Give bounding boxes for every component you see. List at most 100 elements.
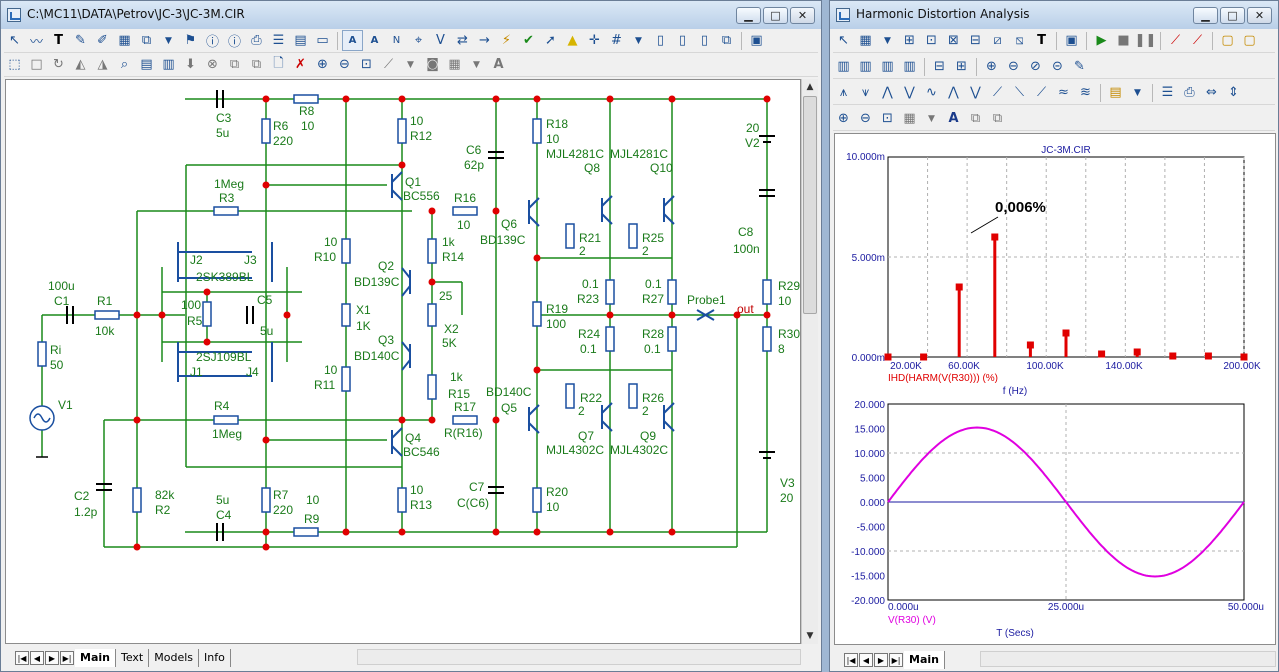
grid-dots-icon[interactable]: #: [611, 33, 622, 48]
page-icon[interactable]: ▯: [656, 33, 665, 48]
component-icon[interactable]: ▦: [118, 33, 131, 48]
list-icon[interactable]: ☰: [1161, 85, 1174, 100]
global-high-icon[interactable]: ⋀: [948, 85, 959, 100]
font-icon[interactable]: A: [948, 111, 959, 126]
pause-icon[interactable]: ❚❚: [1134, 33, 1157, 48]
peak-search-icon[interactable]: ⩚: [839, 85, 848, 100]
pointer-icon[interactable]: ➚: [545, 33, 556, 48]
analysis-titlebar[interactable]: Harmonic Distortion Analysis ▁ □ ✕: [830, 1, 1278, 29]
find-icon[interactable]: ⌕: [120, 57, 129, 72]
harmonic-point[interactable]: [1240, 353, 1248, 361]
analysis-plot-area[interactable]: JC-3M.CIR 10.000m 5.000m 0.000m 20.00K 6…: [834, 133, 1276, 645]
harmonic-point[interactable]: [1204, 352, 1212, 360]
crosshair-icon[interactable]: ✛: [589, 33, 600, 48]
rotate-icon[interactable]: ↻: [53, 57, 64, 72]
copy-icon[interactable]: ⧉: [721, 33, 732, 48]
component-icon[interactable]: ▦: [859, 33, 872, 48]
attribute-icon[interactable]: A: [370, 35, 379, 46]
page2-icon[interactable]: ▯: [678, 33, 687, 48]
arrow-right-icon[interactable]: →: [479, 33, 490, 48]
text-icon[interactable]: T: [54, 33, 63, 48]
pin-icon[interactable]: ⌖: [414, 33, 423, 48]
format-1-icon[interactable]: ▥: [837, 59, 850, 74]
attribute-text-icon[interactable]: A: [342, 30, 363, 51]
nodes[interactable]: [133, 95, 771, 551]
analysis-minimize-button[interactable]: ▁: [1193, 7, 1218, 24]
harmonic-point[interactable]: [991, 233, 999, 241]
box-icon[interactable]: ▢: [1221, 33, 1234, 48]
valley-icon[interactable]: ⊟: [970, 33, 981, 48]
help-icon[interactable]: ⓘ: [205, 35, 219, 50]
fit-v-icon[interactable]: ⇕: [1228, 85, 1239, 100]
valley-search-icon[interactable]: ⩛: [861, 85, 870, 100]
clipboard-icon[interactable]: ▤: [1109, 85, 1122, 100]
grid-icon[interactable]: ▤: [294, 33, 307, 48]
schematic-titlebar[interactable]: C:\MC11\DATA\Petrov\JC-3\JC-3M.CIR ▁ □ ✕: [1, 1, 821, 29]
analysis-next-button[interactable]: ▶: [874, 653, 888, 667]
schematic-canvas[interactable]: C3 5u R8 10 R6 220 10 R12 R18 10 C6 62p …: [5, 79, 801, 644]
flip-y-icon[interactable]: ◮: [97, 57, 108, 72]
zoom-all-icon[interactable]: ⊝: [1052, 59, 1063, 74]
harmonic-point[interactable]: [1026, 341, 1034, 349]
bottom-icon[interactable]: ⟍: [1014, 85, 1025, 100]
analysis-prev-button[interactable]: ◀: [859, 653, 873, 667]
format-4-icon[interactable]: ▥: [903, 59, 916, 74]
scroll-thumb[interactable]: [803, 96, 817, 314]
zoom-reset-icon[interactable]: ⊘: [1030, 59, 1041, 74]
minimize-button[interactable]: ▁: [736, 7, 761, 24]
inflection-icon[interactable]: ∿: [926, 85, 937, 100]
harmonic-point[interactable]: [1169, 352, 1177, 360]
edit-icon[interactable]: ✎: [1074, 59, 1085, 74]
lightning-icon[interactable]: ⚡: [501, 33, 512, 48]
list-icon[interactable]: ☰: [272, 33, 285, 48]
schematic-hscroll[interactable]: [357, 649, 801, 665]
tile-icon[interactable]: ▦: [903, 111, 916, 126]
harmonic-point[interactable]: [1062, 329, 1070, 337]
harmonic-point[interactable]: [920, 353, 928, 361]
format-2-icon[interactable]: ▥: [859, 59, 872, 74]
node-numbers-icon[interactable]: N: [392, 35, 401, 46]
flag-icon[interactable]: ⚑: [184, 33, 197, 48]
data-point-icon[interactable]: ⊡: [926, 33, 937, 48]
prev-page-button[interactable]: ◀: [30, 651, 44, 665]
analysis-close-button[interactable]: ✕: [1247, 7, 1272, 24]
arrows-icon[interactable]: ⇄: [457, 33, 468, 48]
print-icon[interactable]: ⎙: [1184, 85, 1195, 100]
copy-icon[interactable]: ⧉: [970, 111, 981, 126]
minus-box-icon[interactable]: ⊟: [934, 59, 945, 74]
table-icon[interactable]: ▤: [140, 57, 153, 72]
dropdown2-icon[interactable]: ▼: [928, 113, 935, 124]
print-icon[interactable]: ⎙: [251, 33, 262, 48]
down-circle-icon[interactable]: ⬇: [185, 57, 196, 72]
tile-icon[interactable]: ▦: [448, 57, 461, 72]
dropdown2-icon[interactable]: ▼: [635, 35, 642, 46]
zoom-out2-icon[interactable]: ⊖: [860, 111, 871, 126]
zoom-fit2-icon[interactable]: ⊡: [882, 111, 893, 126]
zoom-in-icon[interactable]: ⊕: [986, 59, 997, 74]
top-icon[interactable]: ⟋: [992, 85, 1003, 100]
tab-models[interactable]: Models: [149, 649, 199, 667]
zoom-in-icon[interactable]: ⊕: [317, 57, 328, 72]
properties-icon[interactable]: ▣: [750, 33, 763, 48]
voltage-icon[interactable]: V: [436, 33, 445, 48]
dropdown-icon[interactable]: ▼: [884, 35, 891, 46]
tab-main[interactable]: Main: [75, 649, 116, 667]
zoom-out-icon[interactable]: ⊖: [339, 57, 350, 72]
select-mode-icon[interactable]: ↖: [9, 33, 20, 48]
high-icon[interactable]: ⋀: [882, 85, 893, 100]
zoom-in2-icon[interactable]: ⊕: [838, 111, 849, 126]
text-icon[interactable]: T: [1037, 33, 1046, 48]
dropdown-icon[interactable]: ▼: [165, 35, 172, 46]
pen-icon[interactable]: ✐: [97, 33, 108, 48]
zoom-fit-icon[interactable]: ⊡: [361, 57, 372, 72]
format-3-icon[interactable]: ▥: [881, 59, 894, 74]
analysis-first-button[interactable]: |◀: [844, 653, 858, 667]
peak-icon[interactable]: ⊠: [948, 33, 959, 48]
page3-icon[interactable]: ▯: [700, 33, 709, 48]
bus-icon[interactable]: ⧉: [141, 33, 152, 48]
camera-icon[interactable]: ◙: [426, 57, 439, 72]
window-icon[interactable]: ▭: [316, 33, 329, 48]
delete-doc-icon[interactable]: ✗: [295, 57, 306, 72]
scroll-up-arrow[interactable]: ▲: [806, 82, 814, 92]
zoom-out-icon[interactable]: ⊖: [1008, 59, 1019, 74]
